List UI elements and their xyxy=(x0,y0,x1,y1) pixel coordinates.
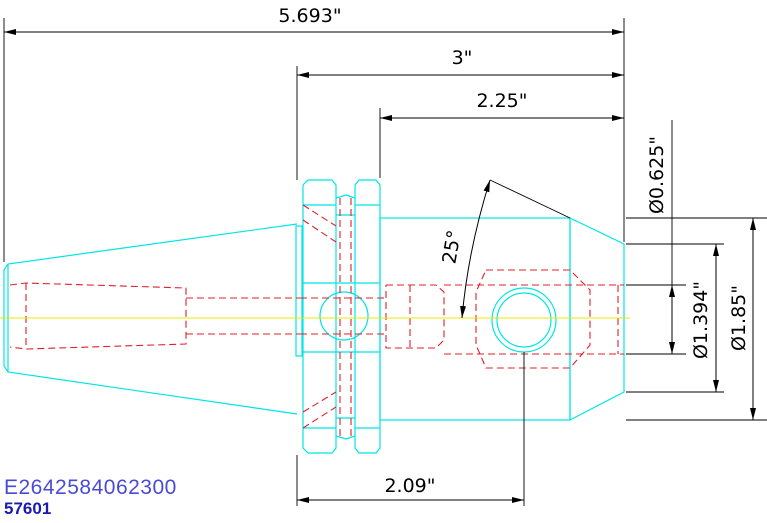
flange-right xyxy=(354,179,381,454)
flange-left xyxy=(302,179,337,454)
part-number: E2642584062300 xyxy=(4,476,177,499)
drive-slot-circle xyxy=(319,291,369,341)
v-groove-bottom xyxy=(335,435,356,440)
dim-bore-dia: Ø0.625" xyxy=(646,136,668,214)
set-screw-outer xyxy=(491,287,557,353)
taper-shank xyxy=(3,223,298,415)
dim-overall-length: 5.693" xyxy=(278,5,341,27)
dim-pilot-dia: Ø1.394" xyxy=(690,281,712,359)
v-groove-top xyxy=(335,194,356,199)
dimension-lines xyxy=(4,29,756,503)
dim-angle-arc xyxy=(460,179,491,319)
holder-body xyxy=(379,217,571,421)
dim-screw-location: 2.09" xyxy=(384,475,435,497)
shank-step xyxy=(295,225,303,357)
extension-lines xyxy=(3,18,767,506)
dim-body-dia: Ø1.85" xyxy=(728,285,750,351)
dim-angle: 25° xyxy=(438,228,466,265)
nose-chamfer xyxy=(569,217,625,421)
catalog-number: 57601 xyxy=(4,499,52,518)
dim-body-length: 2.25" xyxy=(476,90,527,112)
part-outline xyxy=(3,179,625,454)
set-screw-inner xyxy=(496,292,552,348)
hidden-lines xyxy=(9,198,624,440)
dim-shank-length: 3" xyxy=(452,47,473,69)
